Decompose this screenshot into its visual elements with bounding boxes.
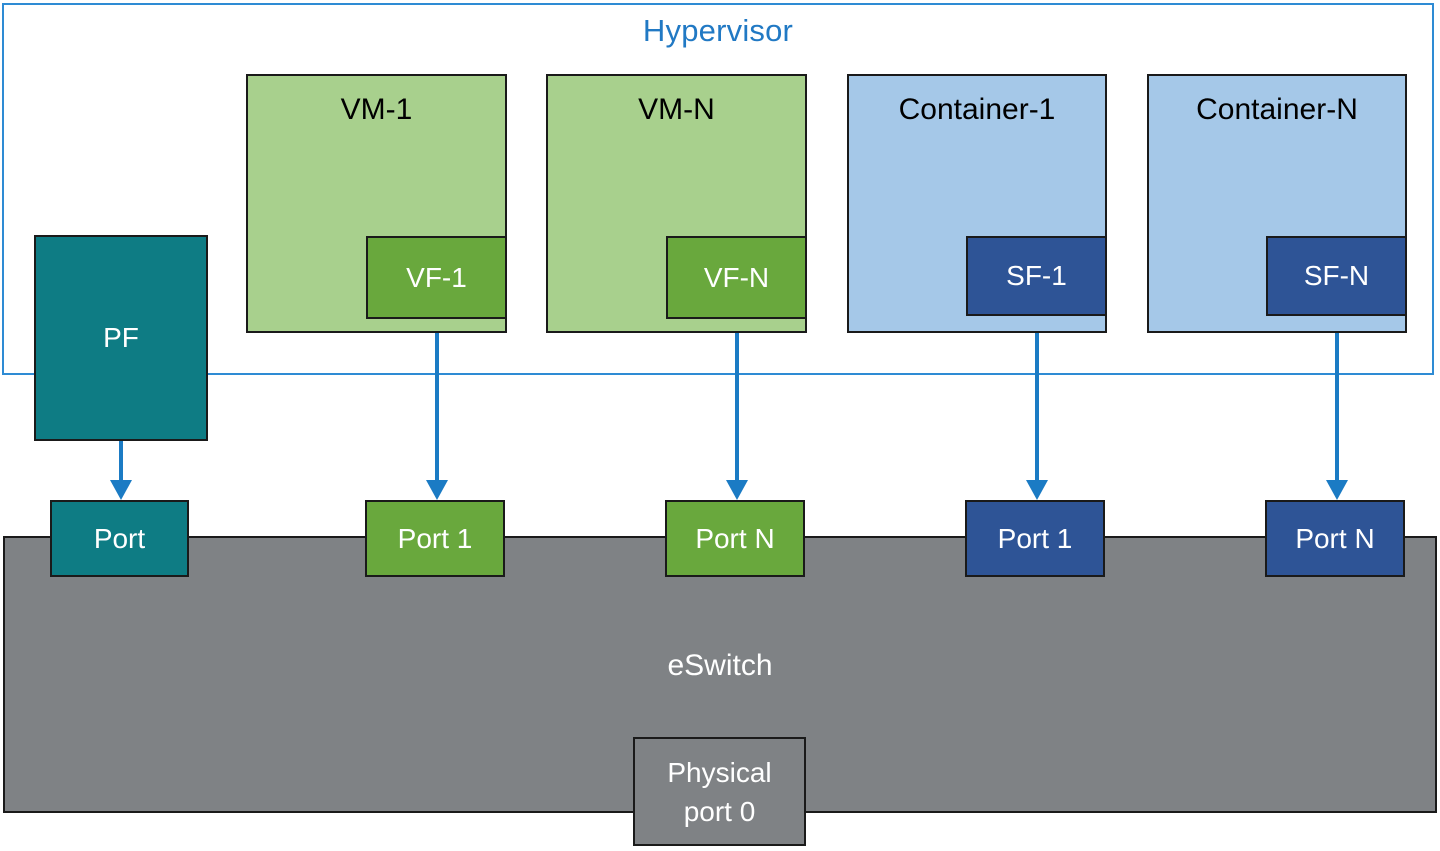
physical-port-line-2: port 0 <box>683 795 756 827</box>
sf-1-port-label: Port 1 <box>997 522 1073 554</box>
container-1-label: Container-1 <box>898 93 1056 126</box>
vm-1-label: VM-1 <box>340 93 413 126</box>
vf-1-port-label: Port 1 <box>397 522 473 554</box>
physical-port-0-box[interactable]: Physical port 0 <box>633 737 806 846</box>
pf-port-label: Port <box>93 522 146 554</box>
pf-box[interactable]: PF <box>34 235 208 441</box>
sf-1-box[interactable]: SF-1 <box>966 236 1107 316</box>
eswitch-label: eSwitch <box>667 649 773 682</box>
vf-n-port-label: Port N <box>695 522 775 554</box>
sf-1-label: SF-1 <box>1006 260 1067 291</box>
container-n-label: Container-N <box>1196 93 1358 126</box>
sf-n-label: SF-N <box>1303 260 1370 291</box>
vf-1-port-box[interactable]: Port 1 <box>365 500 505 577</box>
hypervisor-boundary <box>2 3 1434 375</box>
sf-1-port-box[interactable]: Port 1 <box>965 500 1105 577</box>
sf-n-port-label: Port N <box>1295 522 1375 554</box>
vf-n-label: VF-N <box>703 261 770 293</box>
pf-port-box[interactable]: Port <box>50 500 189 577</box>
pf-label: PF <box>103 322 139 353</box>
vm-n-label: VM-N <box>638 93 715 126</box>
vf-n-port-box[interactable]: Port N <box>665 500 805 577</box>
physical-port-line-1: Physical <box>667 756 772 788</box>
sf-n-box[interactable]: SF-N <box>1266 236 1407 316</box>
hypervisor-label: Hypervisor <box>642 13 794 48</box>
sf-n-port-box[interactable]: Port N <box>1265 500 1405 577</box>
vf-1-box[interactable]: VF-1 <box>366 236 507 319</box>
vf-n-box[interactable]: VF-N <box>666 236 807 319</box>
vf-1-label: VF-1 <box>406 261 467 293</box>
